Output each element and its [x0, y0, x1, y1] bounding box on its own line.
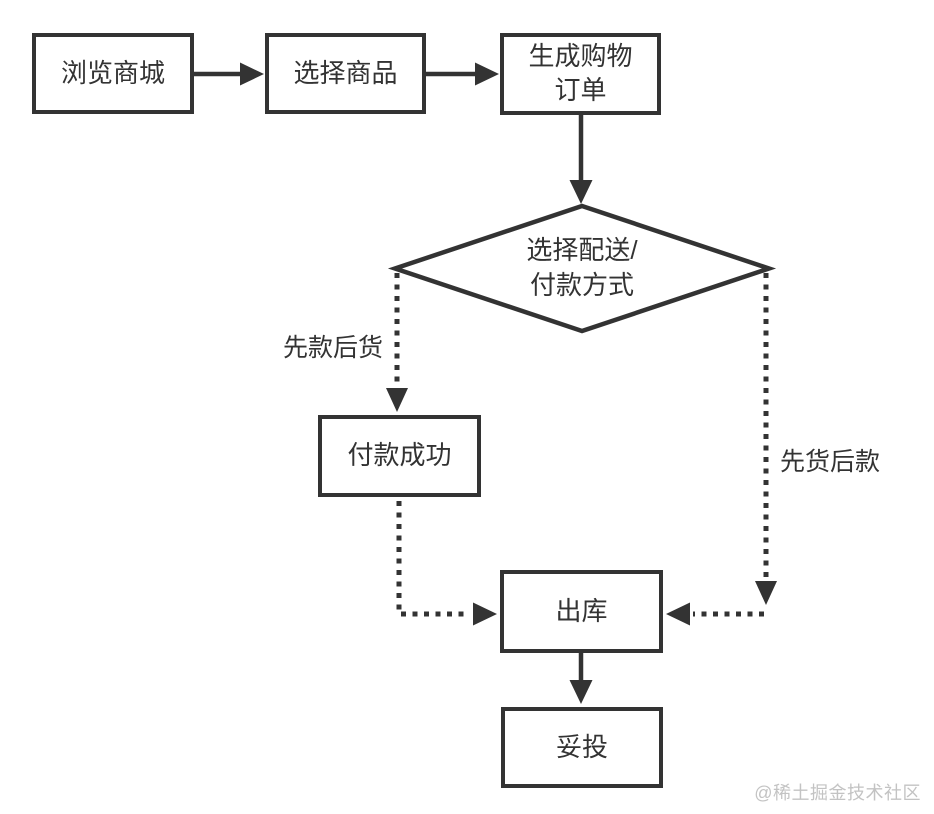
- decision-diamond: [387, 203, 777, 334]
- node-payment-success-label: 付款成功: [347, 440, 452, 471]
- node-delivered-label: 妥投: [555, 731, 608, 762]
- node-outbound: 出库: [500, 570, 663, 653]
- node-outbound-label: 出库: [555, 595, 608, 626]
- arrow-select-to-order: [426, 62, 499, 86]
- node-payment-success: 付款成功: [318, 415, 481, 497]
- dotted-arrow-decision-to-payment: [386, 273, 408, 412]
- node-browse-mall: 浏览商城: [32, 33, 194, 114]
- edge-label-payment-first: 先款后货: [283, 334, 384, 362]
- node-create-order: 生成购物 订单: [500, 33, 661, 115]
- arrow-order-to-decision: [569, 115, 593, 204]
- dotted-arrow-right-to-outbound: [666, 602, 764, 626]
- watermark: @稀土掘金技术社区: [754, 783, 921, 803]
- arrow-browse-to-select: [194, 62, 264, 86]
- decision-label: 选择配送/ 付款方式: [526, 235, 638, 301]
- node-select-product: 选择商品: [265, 33, 426, 114]
- node-create-order-label: 生成购物 订单: [528, 41, 633, 105]
- node-browse-mall-label: 浏览商城: [60, 57, 165, 88]
- node-select-product-label: 选择商品: [293, 57, 398, 88]
- edge-label-goods-first: 先货后款: [780, 448, 881, 476]
- node-delivered: 妥投: [501, 707, 663, 788]
- dotted-arrow-payment-to-outbound: [396, 501, 497, 626]
- arrow-outbound-to-delivered: [569, 653, 593, 704]
- dotted-arrow-decision-right-down: [755, 273, 777, 605]
